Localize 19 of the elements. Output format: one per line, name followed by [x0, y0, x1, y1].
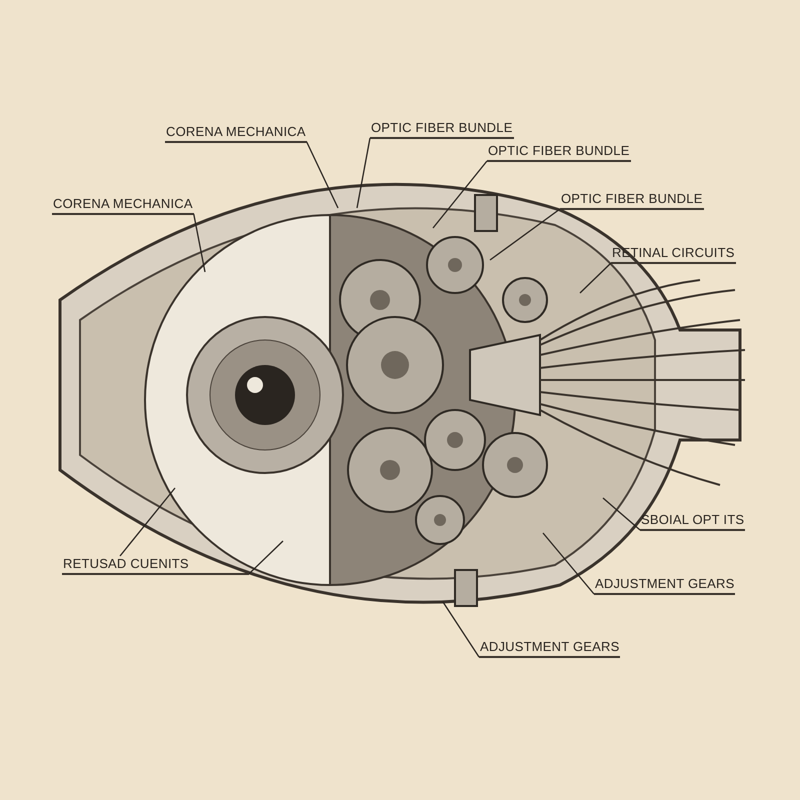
leader-line [580, 262, 612, 294]
part-label: ADJUSTMENT GEARS [594, 576, 736, 595]
part-label: SBOIAL OPT ITS [640, 512, 746, 531]
leader-line [248, 540, 284, 574]
leader-line [306, 142, 339, 208]
leader-line [602, 498, 640, 530]
part-label: RETUSAD CUENITS [62, 556, 249, 575]
part-label: OPTIC FIBER BUNDLE [560, 191, 704, 210]
part-label: CORENA MECHANICA [52, 196, 194, 215]
leader-line [120, 488, 176, 556]
part-label: OPTIC FIBER BUNDLE [370, 120, 514, 139]
leader-line [356, 138, 371, 208]
leader-line [442, 602, 480, 658]
leader-line [490, 208, 560, 261]
part-label: OPTIC FIBER BUNDLE [487, 143, 631, 162]
leader-line [432, 160, 488, 228]
part-label: CORENA MECHANICA [165, 124, 307, 143]
leader-line [542, 532, 594, 594]
part-label: ADJUSTMENT GEARS [479, 639, 620, 658]
